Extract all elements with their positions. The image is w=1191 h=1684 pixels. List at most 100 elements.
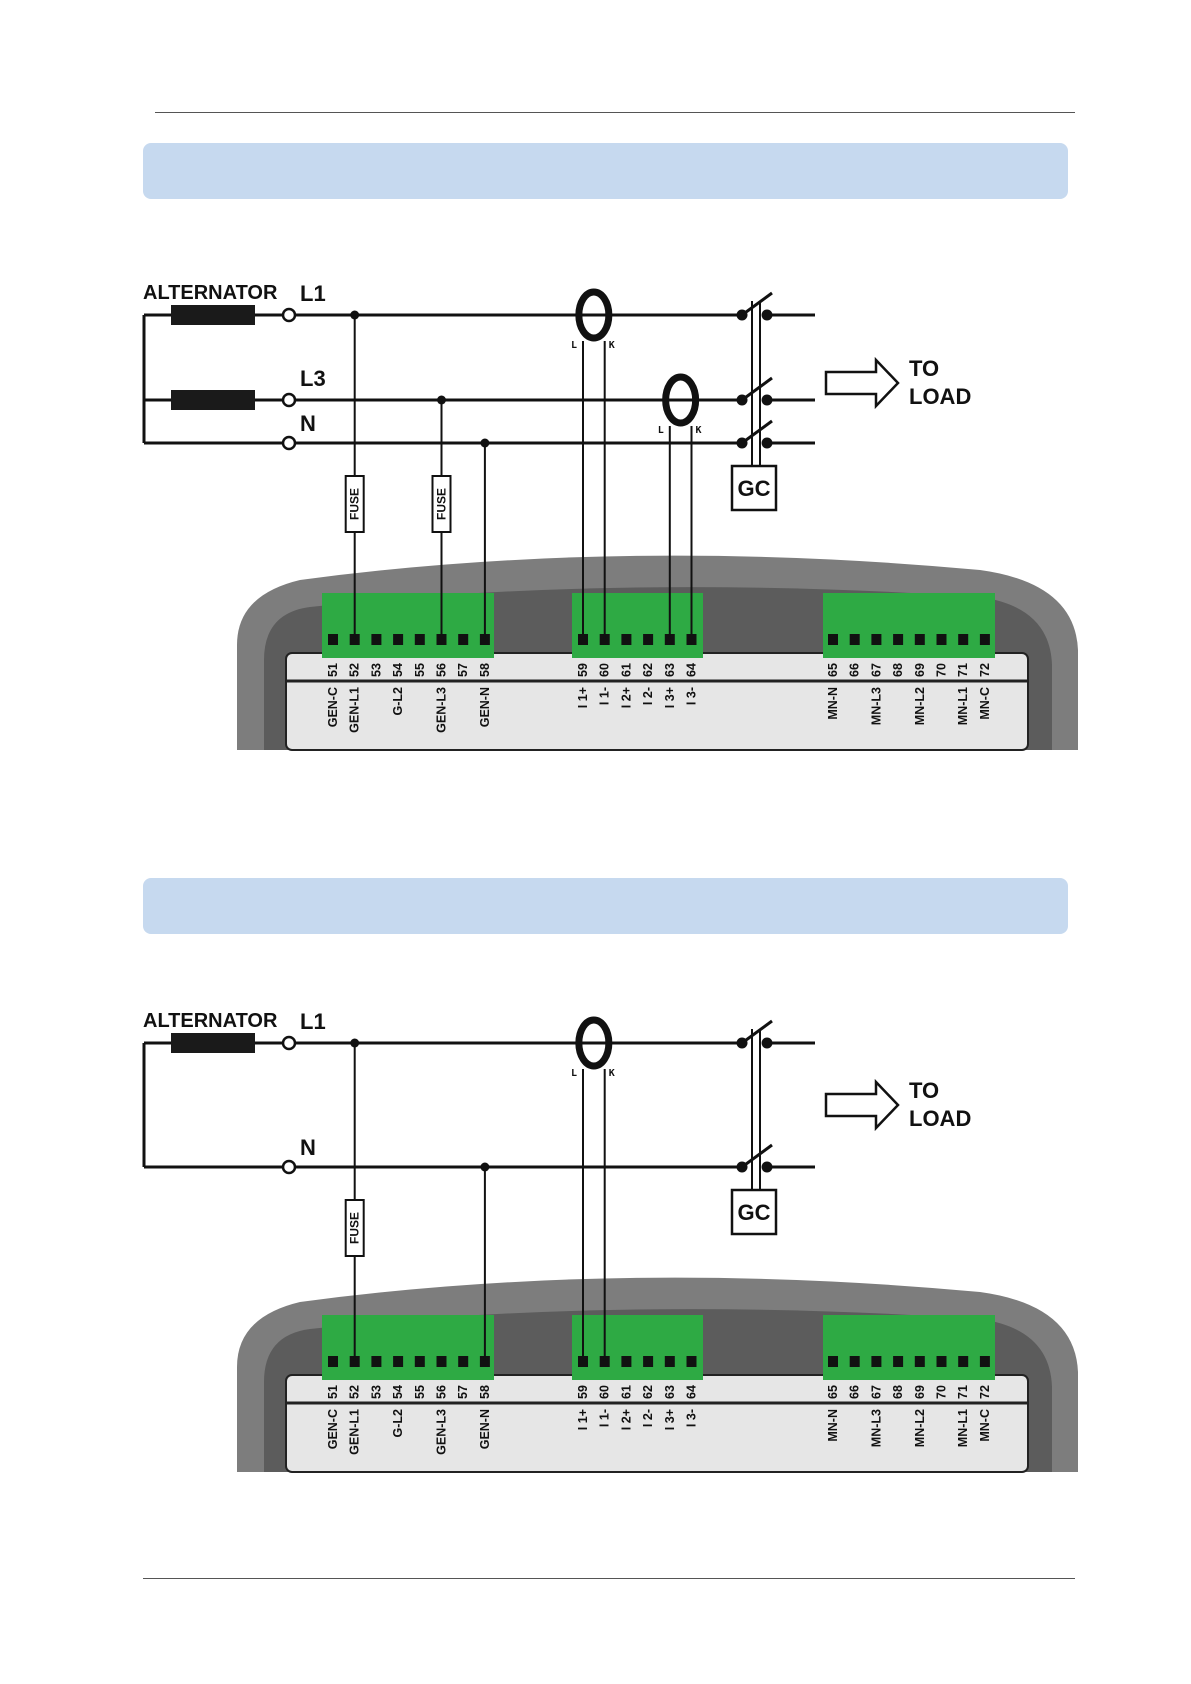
terminal-number-71: 71 [956, 663, 970, 677]
terminal-number-54: 54 [391, 663, 405, 677]
terminal-number-72: 72 [978, 1385, 992, 1399]
terminal-pin-70 [936, 634, 947, 645]
terminal-pin-51 [328, 1356, 338, 1367]
terminal-pin-65 [828, 634, 838, 645]
terminal-name-62: I 2- [641, 687, 655, 705]
contactor-box [730, 464, 778, 512]
terminal-name-71: MN-L1 [956, 687, 970, 725]
fuse-l1 [344, 1199, 365, 1257]
terminal-name-61: I 2+ [619, 687, 633, 708]
terminal-number-60: 60 [598, 1385, 612, 1399]
terminal-name-52: GEN-L1 [348, 687, 362, 733]
terminal-name-60: I 1- [598, 1409, 612, 1427]
terminal-number-56: 56 [435, 1385, 449, 1399]
terminal-pin-62 [643, 1356, 654, 1367]
terminal-pin-55 [414, 1356, 425, 1367]
phase-label-l1: L1 [300, 281, 326, 306]
contact-blade-n [741, 1143, 773, 1169]
terminal-number-53: 53 [369, 663, 383, 677]
contact-blade-l1 [741, 1019, 773, 1045]
terminal-number-64: 64 [685, 663, 699, 677]
terminal-pin-53 [371, 634, 382, 645]
terminal-pin-63 [664, 1356, 675, 1367]
terminal-name-58: GEN-N [478, 1409, 492, 1449]
current-transformer-ct1 [575, 288, 613, 342]
phase-label-n: N [300, 1135, 316, 1160]
contactor-box [730, 1188, 778, 1236]
terminal-number-67: 67 [869, 663, 883, 677]
terminal-name-63: I 3+ [663, 1409, 677, 1430]
footer-rule [143, 1578, 1075, 1579]
terminal-number-51: 51 [326, 663, 340, 677]
terminal-pin-64 [686, 634, 697, 645]
terminal-pin-67 [871, 1356, 882, 1367]
ct1-label-k: K [609, 1068, 615, 1079]
ct3-label-k: K [696, 425, 702, 436]
terminal-pin-65 [828, 1356, 838, 1367]
current-transformer-ct3 [662, 373, 700, 427]
terminal-pin-53 [371, 1356, 382, 1367]
terminal-number-59: 59 [576, 663, 590, 677]
terminal-name-69: MN-L2 [913, 687, 927, 725]
terminal-name-59: I 1+ [576, 1409, 590, 1430]
terminal-number-52: 52 [348, 1385, 362, 1399]
terminal-pin-59 [578, 634, 588, 645]
terminal-name-65: MN-N [826, 1409, 840, 1442]
terminal-pin-54 [393, 634, 404, 645]
terminal-name-59: I 1+ [576, 687, 590, 708]
terminal-number-63: 63 [663, 663, 677, 677]
terminal-pin-67 [871, 634, 882, 645]
terminal-name-51: GEN-C [326, 1409, 340, 1449]
terminal-pin-60 [599, 634, 610, 645]
terminal-name-65: MN-N [826, 687, 840, 720]
header-rule [155, 112, 1075, 113]
terminal-name-72: MN-C [978, 687, 992, 720]
terminal-pin-68 [893, 1356, 904, 1367]
contactor-label: GC [738, 1200, 771, 1225]
terminal-name-54: G-L2 [391, 687, 405, 716]
section-banner-top [143, 143, 1068, 199]
terminal-pin-64 [686, 1356, 697, 1367]
ct1-label-l: L [571, 340, 577, 351]
terminal-number-68: 68 [891, 663, 905, 677]
terminal-pin-71 [958, 634, 969, 645]
terminal-pin-51 [328, 634, 338, 645]
terminal-pin-58 [479, 1356, 490, 1367]
load-label-load: LOAD [909, 1106, 971, 1131]
fuse-l3 [431, 475, 452, 533]
current-transformer-ct1 [575, 1016, 613, 1070]
terminal-name-60: I 1- [598, 687, 612, 705]
terminal-number-69: 69 [913, 1385, 927, 1399]
terminal-n [281, 1159, 297, 1175]
terminal-number-66: 66 [848, 1385, 862, 1399]
terminal-name-61: I 2+ [619, 1409, 633, 1430]
terminal-number-65: 65 [826, 663, 840, 677]
terminal-l1 [281, 1035, 297, 1051]
terminal-block-2 [572, 593, 703, 658]
terminal-number-70: 70 [935, 663, 949, 677]
terminal-name-67: MN-L3 [869, 687, 883, 725]
terminal-pin-69 [914, 1356, 925, 1367]
terminal-name-64: I 3- [685, 687, 699, 705]
terminal-number-61: 61 [619, 1385, 633, 1399]
terminal-l3 [281, 392, 297, 408]
terminal-pin-61 [621, 1356, 632, 1367]
terminal-number-57: 57 [456, 663, 470, 677]
terminal-l1 [281, 307, 297, 323]
terminal-pin-59 [578, 1356, 588, 1367]
terminal-number-65: 65 [826, 1385, 840, 1399]
phase-label-l3: L3 [300, 366, 326, 391]
fuse-l1 [344, 475, 365, 533]
terminal-block-3 [823, 1315, 995, 1380]
terminal-number-53: 53 [369, 1385, 383, 1399]
terminal-number-62: 62 [641, 663, 655, 677]
ct1-label-l: L [571, 1068, 577, 1079]
terminal-pin-72 [979, 1356, 990, 1367]
fuse-label-l1: FUSE [348, 1212, 362, 1244]
terminal-pin-70 [936, 1356, 947, 1367]
winding-l1 [171, 305, 255, 325]
terminal-block-3 [823, 593, 995, 658]
terminal-pin-56 [436, 634, 447, 645]
terminal-number-67: 67 [869, 1385, 883, 1399]
terminal-pin-61 [621, 634, 632, 645]
